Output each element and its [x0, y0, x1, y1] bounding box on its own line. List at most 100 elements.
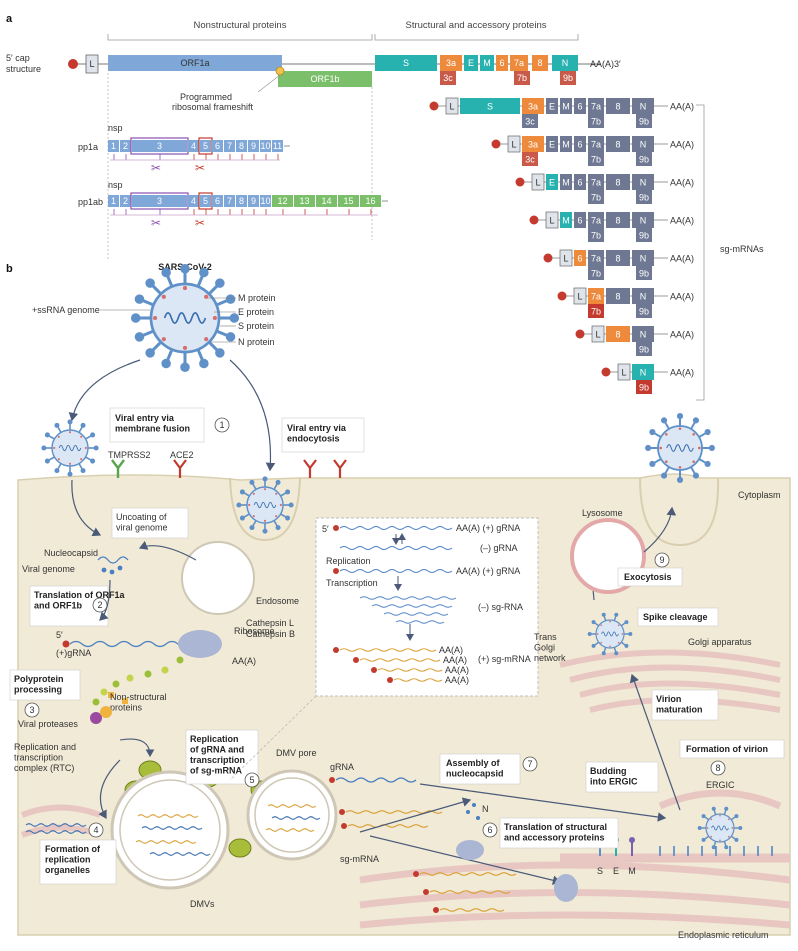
sg-gene-label: 3a — [528, 140, 538, 150]
spike-head — [180, 263, 190, 274]
grna-out-label: gRNA — [330, 762, 354, 772]
sg-gene-label: N — [640, 330, 647, 340]
sg-gene-label: 7a — [591, 178, 601, 188]
minus-sg-rna — [383, 612, 449, 616]
spike-head — [711, 845, 716, 850]
sg-gene — [560, 174, 572, 190]
spike-head — [262, 528, 268, 534]
sg-gene-label: 6 — [577, 102, 582, 112]
membrane-protein — [182, 286, 188, 291]
membrane-protein — [161, 337, 166, 342]
step6-box — [499, 817, 619, 849]
spike-head — [734, 814, 739, 819]
spike-head — [54, 468, 60, 474]
sg-gene-label: L — [449, 102, 454, 112]
sg-gene-lower-label: 7b — [591, 307, 601, 317]
arrow-fusion-to-uncoating — [71, 479, 102, 537]
sg-gene — [445, 97, 459, 115]
sg-gene — [632, 98, 654, 114]
sg-polya-label: AA(A) — [670, 216, 694, 226]
membrane-protein — [659, 446, 662, 450]
sg-gene-label: L — [621, 368, 626, 378]
er-protein-label: E — [613, 866, 619, 876]
sg-gene-label: 7a — [591, 140, 601, 150]
dmv-rna — [271, 816, 321, 820]
spike-head — [692, 472, 700, 479]
sg-gene-label: 7a — [591, 102, 601, 112]
sg-gene-label: 8 — [615, 254, 620, 264]
ribosome-2-icon — [456, 840, 484, 860]
dmv-rna — [267, 804, 317, 808]
spike-head — [145, 348, 155, 358]
cap-icon — [491, 139, 501, 149]
nsp-label: 5 — [203, 196, 208, 206]
sg-gene — [606, 288, 630, 304]
sg-out-cap-icon — [433, 907, 439, 913]
nsp-label: 13 — [299, 196, 309, 206]
sg-gene — [606, 98, 630, 114]
membrane-protein — [252, 515, 255, 518]
sg-out-strand — [439, 908, 505, 912]
spike-head — [275, 479, 281, 485]
pp1a-nsp-label: nsp — [108, 123, 123, 133]
nsp-segment — [294, 195, 315, 207]
sg-gene-label: 7a — [591, 254, 601, 264]
spike-head — [145, 278, 155, 288]
spike-cleavage-box — [637, 607, 719, 627]
endocytic-pit — [229, 477, 301, 542]
sg-out-strand — [429, 890, 511, 894]
sg-gene — [606, 136, 630, 152]
spike-head — [249, 479, 255, 485]
nsp-segment — [260, 140, 271, 152]
gene-7b — [514, 71, 530, 85]
sg-gene — [606, 250, 630, 266]
rep-minus-sgrna-label: (–) sg-RNA — [478, 602, 523, 612]
rep-5prime: 5′ — [322, 524, 329, 534]
step2-num: 2 — [97, 600, 102, 610]
nsp-label: 7 — [227, 141, 232, 151]
polyprotein-chain — [92, 656, 184, 706]
gene-3c-label: 3c — [443, 73, 453, 83]
sg-gene-label: 6 — [577, 178, 582, 188]
sg-gene — [632, 174, 654, 190]
nsp-segment — [200, 195, 211, 207]
arrow-to-dmv — [98, 759, 121, 820]
cap-icon — [557, 291, 567, 301]
nsp-segment — [272, 195, 293, 207]
sg-gene — [591, 325, 605, 343]
dmv-rna — [141, 826, 203, 830]
sg-gene — [560, 136, 572, 152]
sg-mrnas-label: sg-mRNAs — [720, 244, 764, 254]
minus-sg-rnas — [359, 596, 457, 624]
nsp-segment — [120, 140, 131, 152]
gene-8-label: 8 — [537, 58, 542, 68]
orf1a-label: ORF1a — [180, 58, 209, 68]
nsp-segment — [132, 195, 187, 207]
spike-head — [44, 432, 50, 438]
step5-num: 5 — [249, 775, 254, 785]
nsp-label: 6 — [215, 196, 220, 206]
spike-head — [285, 489, 291, 495]
sg-gene-lower-label: 9b — [639, 193, 649, 203]
sg-gene-label: N — [640, 254, 647, 264]
s-protein-label: S protein — [238, 321, 274, 331]
gene-3a-label: 3a — [446, 58, 456, 68]
m-protein-label: M protein — [238, 293, 276, 303]
sg-gene-lower — [636, 266, 652, 280]
sg-gene-label: E — [549, 102, 555, 112]
protease-icon — [90, 712, 102, 724]
protease-icon-2 — [100, 706, 112, 718]
spike-head — [676, 476, 684, 483]
nsp-label: 4 — [191, 196, 196, 206]
minus-sg-rna — [395, 620, 445, 624]
lysosome-label: Lysosome — [582, 508, 623, 518]
dmv-rna-content — [25, 804, 321, 856]
sg-gene-lower-label: 9b — [639, 307, 649, 317]
sg-gene-label: L — [535, 178, 540, 188]
membrane-protein — [719, 839, 721, 842]
sg-gene-lower-label: 7b — [591, 117, 601, 127]
